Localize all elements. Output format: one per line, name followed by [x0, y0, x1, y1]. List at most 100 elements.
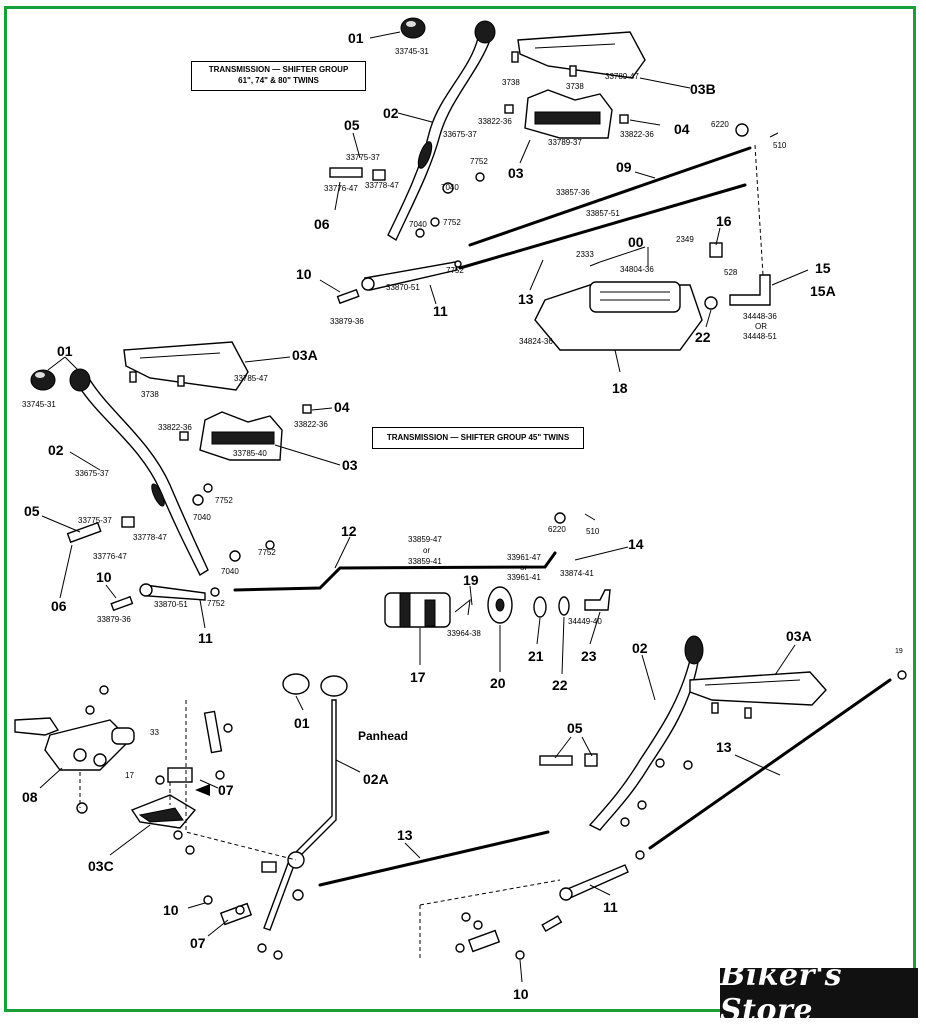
callout: 02 [48, 442, 64, 458]
bottom-right-group [539, 635, 907, 933]
callout: 17 [410, 669, 426, 685]
part-number: or [423, 546, 430, 555]
part-number: 33964-38 [447, 629, 481, 638]
part-number: 33 [150, 728, 159, 737]
callout: 12 [341, 523, 357, 539]
part-number: 33778-47 [365, 181, 399, 190]
callout: 03 [508, 165, 524, 181]
part-number: 33859-47 [408, 535, 442, 544]
callout: 01 [348, 30, 364, 46]
title-line-2: 61", 74" & 80" TWINS [238, 76, 319, 85]
callout: 20 [490, 675, 506, 691]
bikers-store-logo: Biker's Store [720, 958, 918, 1028]
callout: 10 [296, 266, 312, 282]
part-number: 33785-40 [233, 449, 267, 458]
part-number: 33879-36 [330, 317, 364, 326]
part-number: 2349 [676, 235, 694, 244]
part-number: 33961-47 [507, 553, 541, 562]
callout: 06 [314, 216, 330, 232]
part-number: 510 [773, 141, 787, 150]
part-number: 7040 [221, 567, 239, 576]
middle-shifter-group [30, 341, 611, 628]
callout: 03C [88, 858, 114, 874]
callout: 15 [815, 260, 831, 276]
callout: 02 [632, 640, 648, 656]
callout: 08 [22, 789, 38, 805]
part-number: 528 [724, 268, 738, 277]
callout: 01 [294, 715, 310, 731]
part-number: 3738 [566, 82, 584, 91]
bottom-left-group [14, 673, 561, 960]
callout: 22 [695, 329, 711, 345]
part-number: 33775-37 [346, 153, 380, 162]
part-number: 7040 [409, 220, 427, 229]
shift-rod-12 [233, 551, 557, 592]
part-number: 33675-37 [443, 130, 477, 139]
callout: 10 [96, 569, 112, 585]
callout: 05 [344, 117, 360, 133]
part-number: 33857-36 [556, 188, 590, 197]
callout: 13 [716, 739, 732, 755]
callout: 11 [198, 630, 213, 646]
callout: 10 [163, 902, 179, 918]
title-box-45-twins: TRANSMISSION — SHIFTER GROUP 45" TWINS [372, 427, 584, 449]
part-number: 34449-40 [568, 617, 602, 626]
part-number: 7752 [443, 218, 461, 227]
part-number: 33822-36 [294, 420, 328, 429]
callout: 10 [513, 986, 529, 1002]
part-number: 6220 [548, 525, 566, 534]
callout: 23 [581, 648, 597, 664]
plate-03b [517, 31, 646, 79]
leader-lines [39, 31, 809, 983]
green-frame [4, 6, 916, 1012]
part-number: 33961-41 [507, 573, 541, 582]
callout: 02 [383, 105, 399, 121]
callout: 07 [218, 782, 234, 798]
part-number: 34448-36 [743, 312, 777, 321]
part-number: 33879-36 [97, 615, 131, 624]
part-number: 33778-47 [133, 533, 167, 542]
callout: 11 [603, 899, 618, 915]
top-shifter-group [329, 17, 779, 351]
part-number: 33822-36 [158, 423, 192, 432]
part-number: 34448-51 [743, 332, 777, 341]
callout: 11 [433, 303, 448, 319]
callout: 04 [674, 121, 690, 137]
panhead-label: Panhead [358, 729, 408, 743]
part-number: 33870-51 [154, 600, 188, 609]
knob-01-panhead-a [282, 673, 310, 695]
callout: 03A [786, 628, 812, 644]
part-number: 33857-51 [586, 209, 620, 218]
callout: 16 [716, 213, 732, 229]
part-number: 7752 [215, 496, 233, 505]
shift-rod-13-right [648, 678, 892, 850]
part-number: 7752 [258, 548, 276, 557]
shift-rod-13-top [458, 183, 747, 270]
part-number: 33775-37 [78, 516, 112, 525]
part-number: 34804-36 [620, 265, 654, 274]
part-number: 33776-47 [93, 552, 127, 561]
part-number: 33874-41 [560, 569, 594, 578]
part-number: 510 [586, 527, 600, 536]
hand-lever-02a [263, 699, 337, 931]
callout: 19 [463, 572, 479, 588]
shift-lever-02-panhead [588, 659, 699, 831]
shift-link-11-right [563, 864, 629, 899]
part-number: 7752 [446, 266, 464, 275]
shift-lever-02-mid [76, 379, 209, 577]
shift-lever-02-top [387, 37, 491, 242]
callout: 13 [518, 291, 534, 307]
part-number: 33870-51 [386, 283, 420, 292]
callout: 06 [51, 598, 67, 614]
title-line-45: TRANSMISSION — SHIFTER GROUP 45" TWINS [386, 433, 570, 442]
part-number: 33785-47 [234, 374, 268, 383]
callout: 15A [810, 283, 836, 299]
bracket-08 [44, 719, 131, 771]
shifter-arm-15 [729, 274, 771, 306]
part-number: 33789-47 [605, 72, 639, 81]
callout: 03B [690, 81, 716, 97]
callout: 22 [552, 677, 568, 693]
knob-01-panhead-b [320, 675, 348, 697]
part-number: 2333 [576, 250, 594, 259]
